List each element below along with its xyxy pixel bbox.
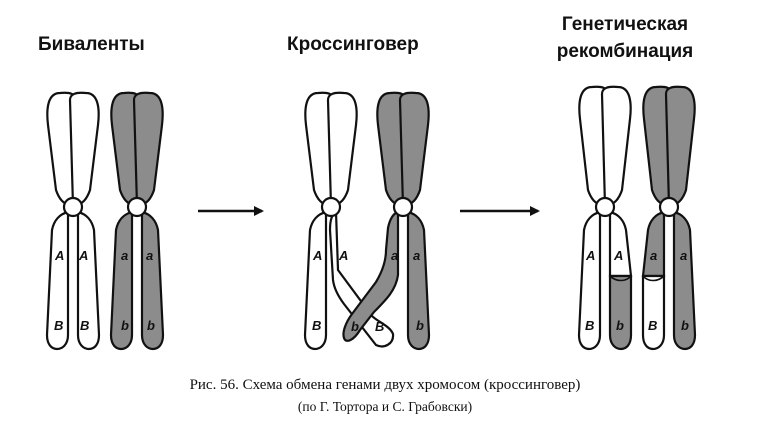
title-bivalents: Биваленты — [38, 34, 145, 55]
title-recombination-line1: Генетическая — [561, 14, 689, 35]
recombined-shaded-chromosome — [641, 85, 697, 351]
allele-label: b — [147, 318, 155, 333]
allele-label: A — [338, 248, 348, 263]
allele-label: B — [375, 319, 384, 334]
allele-label: a — [391, 248, 398, 263]
figure-caption: Рис. 56. Схема обмена генами двух хромос… — [189, 377, 581, 393]
crossover-light-chromosome — [303, 91, 395, 351]
allele-label: a — [146, 248, 153, 263]
allele-label: b — [121, 318, 129, 333]
recombined-light-chromosome — [577, 85, 633, 351]
allele-label: a — [413, 248, 420, 263]
allele-label: B — [312, 318, 321, 333]
allele-label: b — [351, 319, 359, 334]
allele-label: B — [585, 318, 594, 333]
allele-label: a — [680, 248, 687, 263]
allele-label: A — [585, 248, 595, 263]
allele-label: b — [681, 318, 689, 333]
allele-label: b — [416, 318, 424, 333]
allele-label: A — [312, 248, 322, 263]
allele-label: a — [121, 248, 128, 263]
allele-label: B — [648, 318, 657, 333]
allele-label: b — [616, 318, 624, 333]
bivalent-shaded-chromosome — [109, 91, 165, 351]
allele-label: A — [78, 248, 88, 263]
allele-label: A — [54, 248, 64, 263]
figure-caption-source: (по Г. Тортора и С. Грабовски) — [297, 399, 473, 414]
allele-label: A — [613, 248, 623, 263]
allele-label: a — [650, 248, 657, 263]
allele-label: B — [80, 318, 89, 333]
title-recombination-line2: рекомбинация — [556, 41, 694, 62]
title-crossover: Кроссинговер — [287, 34, 419, 55]
crossover-shaded-chromosome — [342, 91, 431, 351]
allele-label: B — [54, 318, 63, 333]
bivalent-light-chromosome — [45, 91, 101, 351]
